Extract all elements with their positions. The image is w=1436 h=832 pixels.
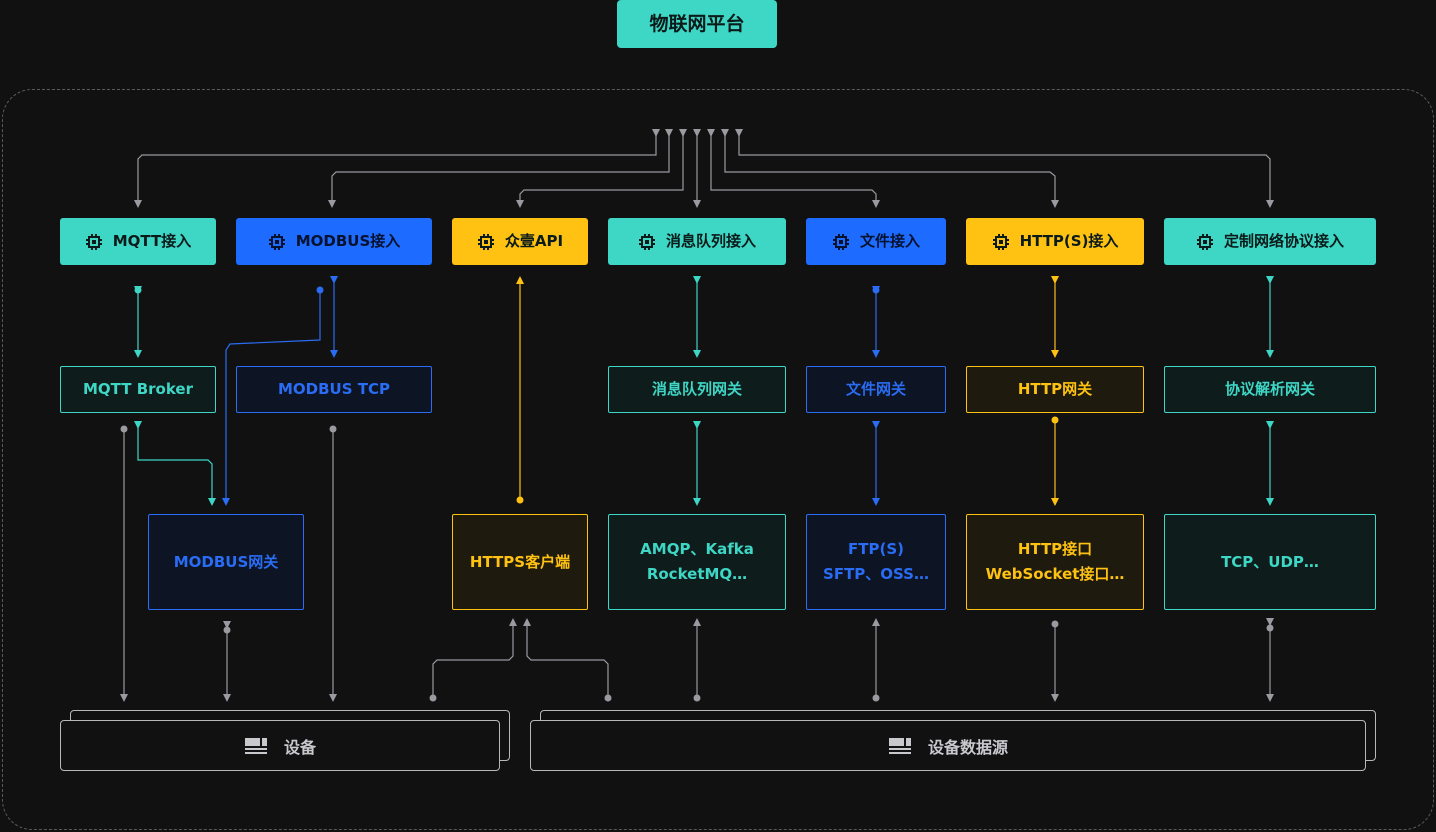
gateway-message-queue: 消息队列网关 — [608, 366, 786, 413]
access-custom-protocol-label: 定制网络协议接入 — [1223, 232, 1344, 250]
gateway-mqtt-broker: MQTT Broker — [60, 366, 216, 413]
https-client: HTTPS客户端 — [452, 514, 588, 610]
protocol-line: AMQP、Kafka — [640, 540, 754, 558]
chip-icon — [992, 233, 1009, 250]
protocol-line: WebSocket接口… — [985, 565, 1125, 583]
access-http: HTTP(S)接入 — [966, 218, 1144, 265]
access-message-queue-label: 消息队列接入 — [665, 232, 756, 250]
access-custom-protocol: 定制网络协议接入 — [1164, 218, 1376, 265]
gateway-http: HTTP网关 — [966, 366, 1144, 413]
protocol-http: HTTP接口 WebSocket接口… — [966, 514, 1144, 610]
access-mqtt-label: MQTT接入 — [112, 232, 192, 250]
chip-icon — [268, 233, 285, 250]
access-modbus: MODBUS接入 — [236, 218, 432, 265]
device-label: 设备 — [283, 737, 316, 757]
device-icon — [888, 737, 911, 754]
chip-icon — [832, 233, 849, 250]
chip-icon — [85, 233, 102, 250]
page-title: 物联网平台 — [617, 0, 777, 48]
protocol-line: HTTP接口 — [1017, 540, 1093, 558]
access-message-queue: 消息队列接入 — [608, 218, 786, 265]
access-file: 文件接入 — [806, 218, 946, 265]
device-data-source: 设备数据源 — [530, 720, 1366, 771]
gateway-protocol-parser: 协议解析网关 — [1164, 366, 1376, 413]
access-modbus-label: MODBUS接入 — [295, 232, 401, 250]
protocol-tcp-udp: TCP、UDP… — [1164, 514, 1376, 610]
protocol-file: FTP(S) SFTP、OSS… — [806, 514, 946, 610]
protocol-line: FTP(S) — [848, 540, 904, 558]
access-file-label: 文件接入 — [859, 232, 920, 250]
access-mqtt: MQTT接入 — [60, 218, 216, 265]
device-data-source-label: 设备数据源 — [927, 737, 1008, 757]
gateway-file: 文件网关 — [806, 366, 946, 413]
access-http-label: HTTP(S)接入 — [1019, 232, 1119, 250]
device-source: 设备 — [60, 720, 500, 771]
modbus-gateway: MODBUS网关 — [148, 514, 304, 610]
gateway-modbus-tcp: MODBUS TCP — [236, 366, 432, 413]
chip-icon — [638, 233, 655, 250]
access-zhongyi-api-label: 众壹API — [504, 232, 564, 250]
access-zhongyi-api: 众壹API — [452, 218, 588, 265]
chip-icon — [477, 233, 494, 250]
chip-icon — [1196, 233, 1213, 250]
platform-boundary — [2, 89, 1434, 830]
protocol-message-queue: AMQP、Kafka RocketMQ… — [608, 514, 786, 610]
device-icon — [244, 737, 267, 754]
protocol-line: RocketMQ… — [646, 565, 748, 583]
protocol-line: SFTP、OSS… — [823, 565, 929, 583]
